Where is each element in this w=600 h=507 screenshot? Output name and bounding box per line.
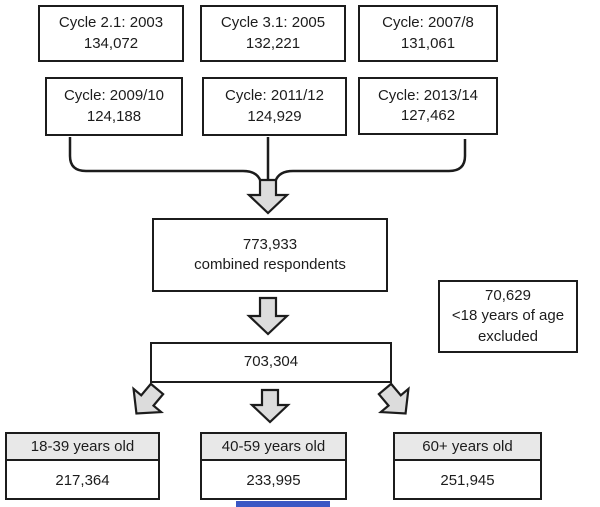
cycle-label: Cycle: 2011/12 <box>225 87 324 105</box>
excluded-box: 70,629 <18 years of age excluded <box>438 280 578 353</box>
age-group-box-40-59: 40-59 years old 233,995 <box>200 432 347 500</box>
split-arrow-right-icon <box>377 382 410 415</box>
age-group-header: 40-59 years old <box>202 434 345 461</box>
cycle-box-2005: Cycle 3.1: 2005 132,221 <box>200 5 346 62</box>
excluded-line3: excluded <box>477 327 539 345</box>
cycle-count: 132,221 <box>245 34 301 52</box>
combined-to-adults-arrow-icon <box>246 296 290 336</box>
bottom-blue-bar <box>236 501 330 507</box>
cycle-count: 131,061 <box>400 34 456 52</box>
merge-connector-left <box>68 137 262 182</box>
cycle-count: 127,462 <box>400 107 456 124</box>
split-arrow-left-icon <box>132 382 165 415</box>
cycle-count: 124,188 <box>86 107 142 125</box>
merge-down-arrow-icon <box>246 178 290 215</box>
age-group-count: 251,945 <box>440 472 495 489</box>
excluded-line2: <18 years of age <box>451 307 565 325</box>
adults-box: 703,304 <box>150 342 392 383</box>
cycle-box-2013-14: Cycle: 2013/14 127,462 <box>358 77 498 135</box>
age-group-box-60plus: 60+ years old 251,945 <box>393 432 542 500</box>
cycle-label: Cycle 3.1: 2005 <box>220 14 326 32</box>
combined-count: 773,933 <box>242 235 298 253</box>
cycle-box-2009-10: Cycle: 2009/10 124,188 <box>45 77 183 136</box>
split-arrow-middle-icon <box>249 388 291 424</box>
cycle-count: 124,929 <box>247 107 302 125</box>
cycle-box-2011-12: Cycle: 2011/12 124,929 <box>202 77 347 136</box>
age-group-header: 18-39 years old <box>7 434 158 461</box>
age-group-header: 60+ years old <box>395 434 540 461</box>
cycle-label: Cycle: 2009/10 <box>63 87 165 105</box>
age-group-box-18-39: 18-39 years old 217,364 <box>5 432 160 500</box>
cycle-box-2007-8: Cycle: 2007/8 131,061 <box>358 5 498 62</box>
merge-connector-right <box>274 139 467 182</box>
combined-label: combined respondents <box>194 256 346 273</box>
age-group-count: 217,364 <box>55 472 110 489</box>
cycle-box-2003: Cycle 2.1: 2003 134,072 <box>38 5 184 62</box>
age-group-count: 233,995 <box>246 472 301 489</box>
combined-respondents-box: 773,933 combined respondents <box>152 218 388 292</box>
adults-count: 703,304 <box>243 353 299 371</box>
cycle-label: Cycle: 2013/14 <box>377 86 479 104</box>
cycle-label: Cycle: 2007/8 <box>382 14 474 32</box>
excluded-count: 70,629 <box>485 287 531 305</box>
cycle-label: Cycle 2.1: 2003 <box>58 14 164 32</box>
cycle-count: 134,072 <box>83 34 139 52</box>
